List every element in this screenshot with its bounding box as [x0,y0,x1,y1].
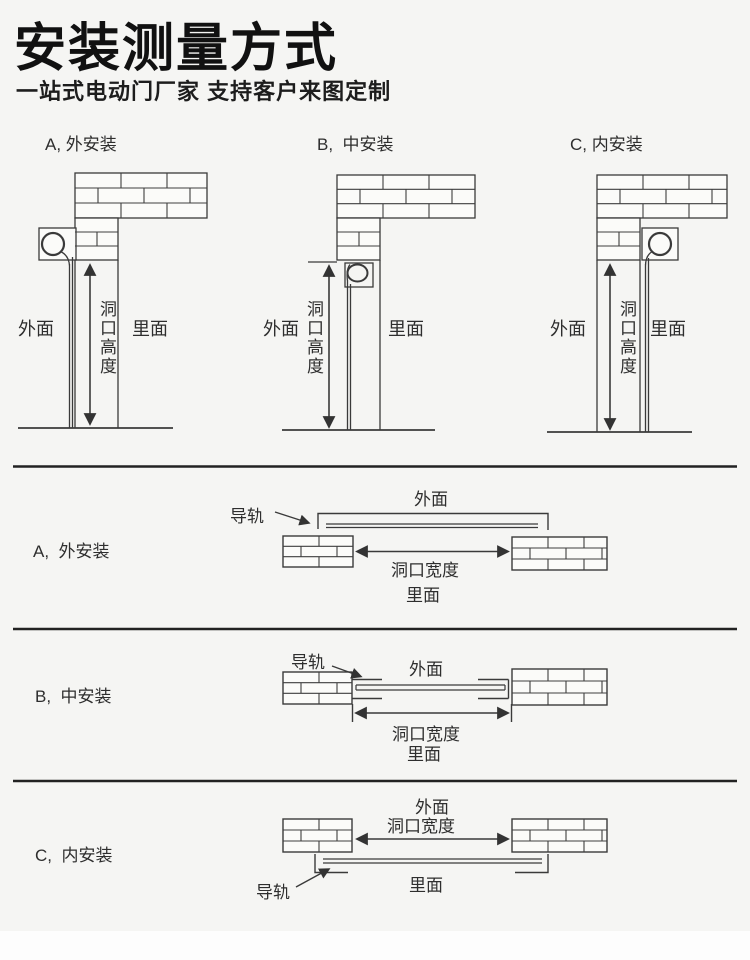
plan-view-c-title: C, 内安装 [35,846,113,865]
outside-label: 外面 [415,798,449,817]
dimension-ticks-b [351,704,513,722]
curtain-track-b [355,684,506,691]
rail-channel-c [314,854,549,874]
guide-rail-label: 导轨 [256,883,290,902]
plan-view-b-title: B, 中安装 [35,687,112,706]
page-subtitle: 一站式电动门厂家 支持客户来图定制 [16,79,392,104]
rail-pointer-arrow-b [331,665,363,679]
inside-label: 里面 [650,319,686,339]
roller-box-a [38,227,77,428]
inside-label: 里面 [407,745,441,764]
inside-label: 里面 [388,319,424,339]
inside-label: 里面 [406,586,440,605]
plan-view-c-art [282,818,608,888]
plan-view-b-art [282,665,608,722]
opening-height-label: 洞口高度 [617,300,636,376]
side-view-c-title: C, 内安装 [570,135,643,154]
guide-rail-label: 导轨 [230,507,264,526]
outside-label: 外面 [263,319,299,339]
roller-box-b [344,262,374,430]
opening-height-label: 洞口高度 [97,300,116,376]
plan-view-a-title: A, 外安装 [33,542,110,561]
curtain-track-c [323,858,542,864]
roller-box-c [641,227,679,432]
rail-channel-b [352,678,510,700]
opening-width-label: 洞口宽度 [387,817,455,836]
outside-label: 外面 [18,319,54,339]
footer-strip [0,931,750,960]
opening-height-label: 洞口高度 [304,300,323,376]
outside-label: 外面 [409,660,443,679]
rail-channel-a [317,512,549,530]
inside-label: 里面 [132,319,168,339]
opening-width-label: 洞口宽度 [392,725,460,744]
opening-width-label: 洞口宽度 [391,561,459,580]
outside-label: 外面 [414,490,448,509]
rail-pointer-arrow-c [295,868,331,888]
brick-pattern-lines [75,173,727,852]
rail-pointer-arrow-a [274,511,311,526]
guide-rail-label: 导轨 [291,653,325,672]
side-view-a-title: A, 外安装 [45,135,117,154]
curtain-track-a [326,523,538,529]
side-view-a-art [18,172,208,429]
plan-view-a-art [274,511,608,571]
inside-label: 里面 [409,876,443,895]
section-dividers [13,465,737,783]
side-view-b-title: B, 中安装 [317,135,394,154]
page-title: 安装测量方式 [14,20,339,78]
side-view-c-art [547,174,728,433]
outside-label: 外面 [550,319,586,339]
